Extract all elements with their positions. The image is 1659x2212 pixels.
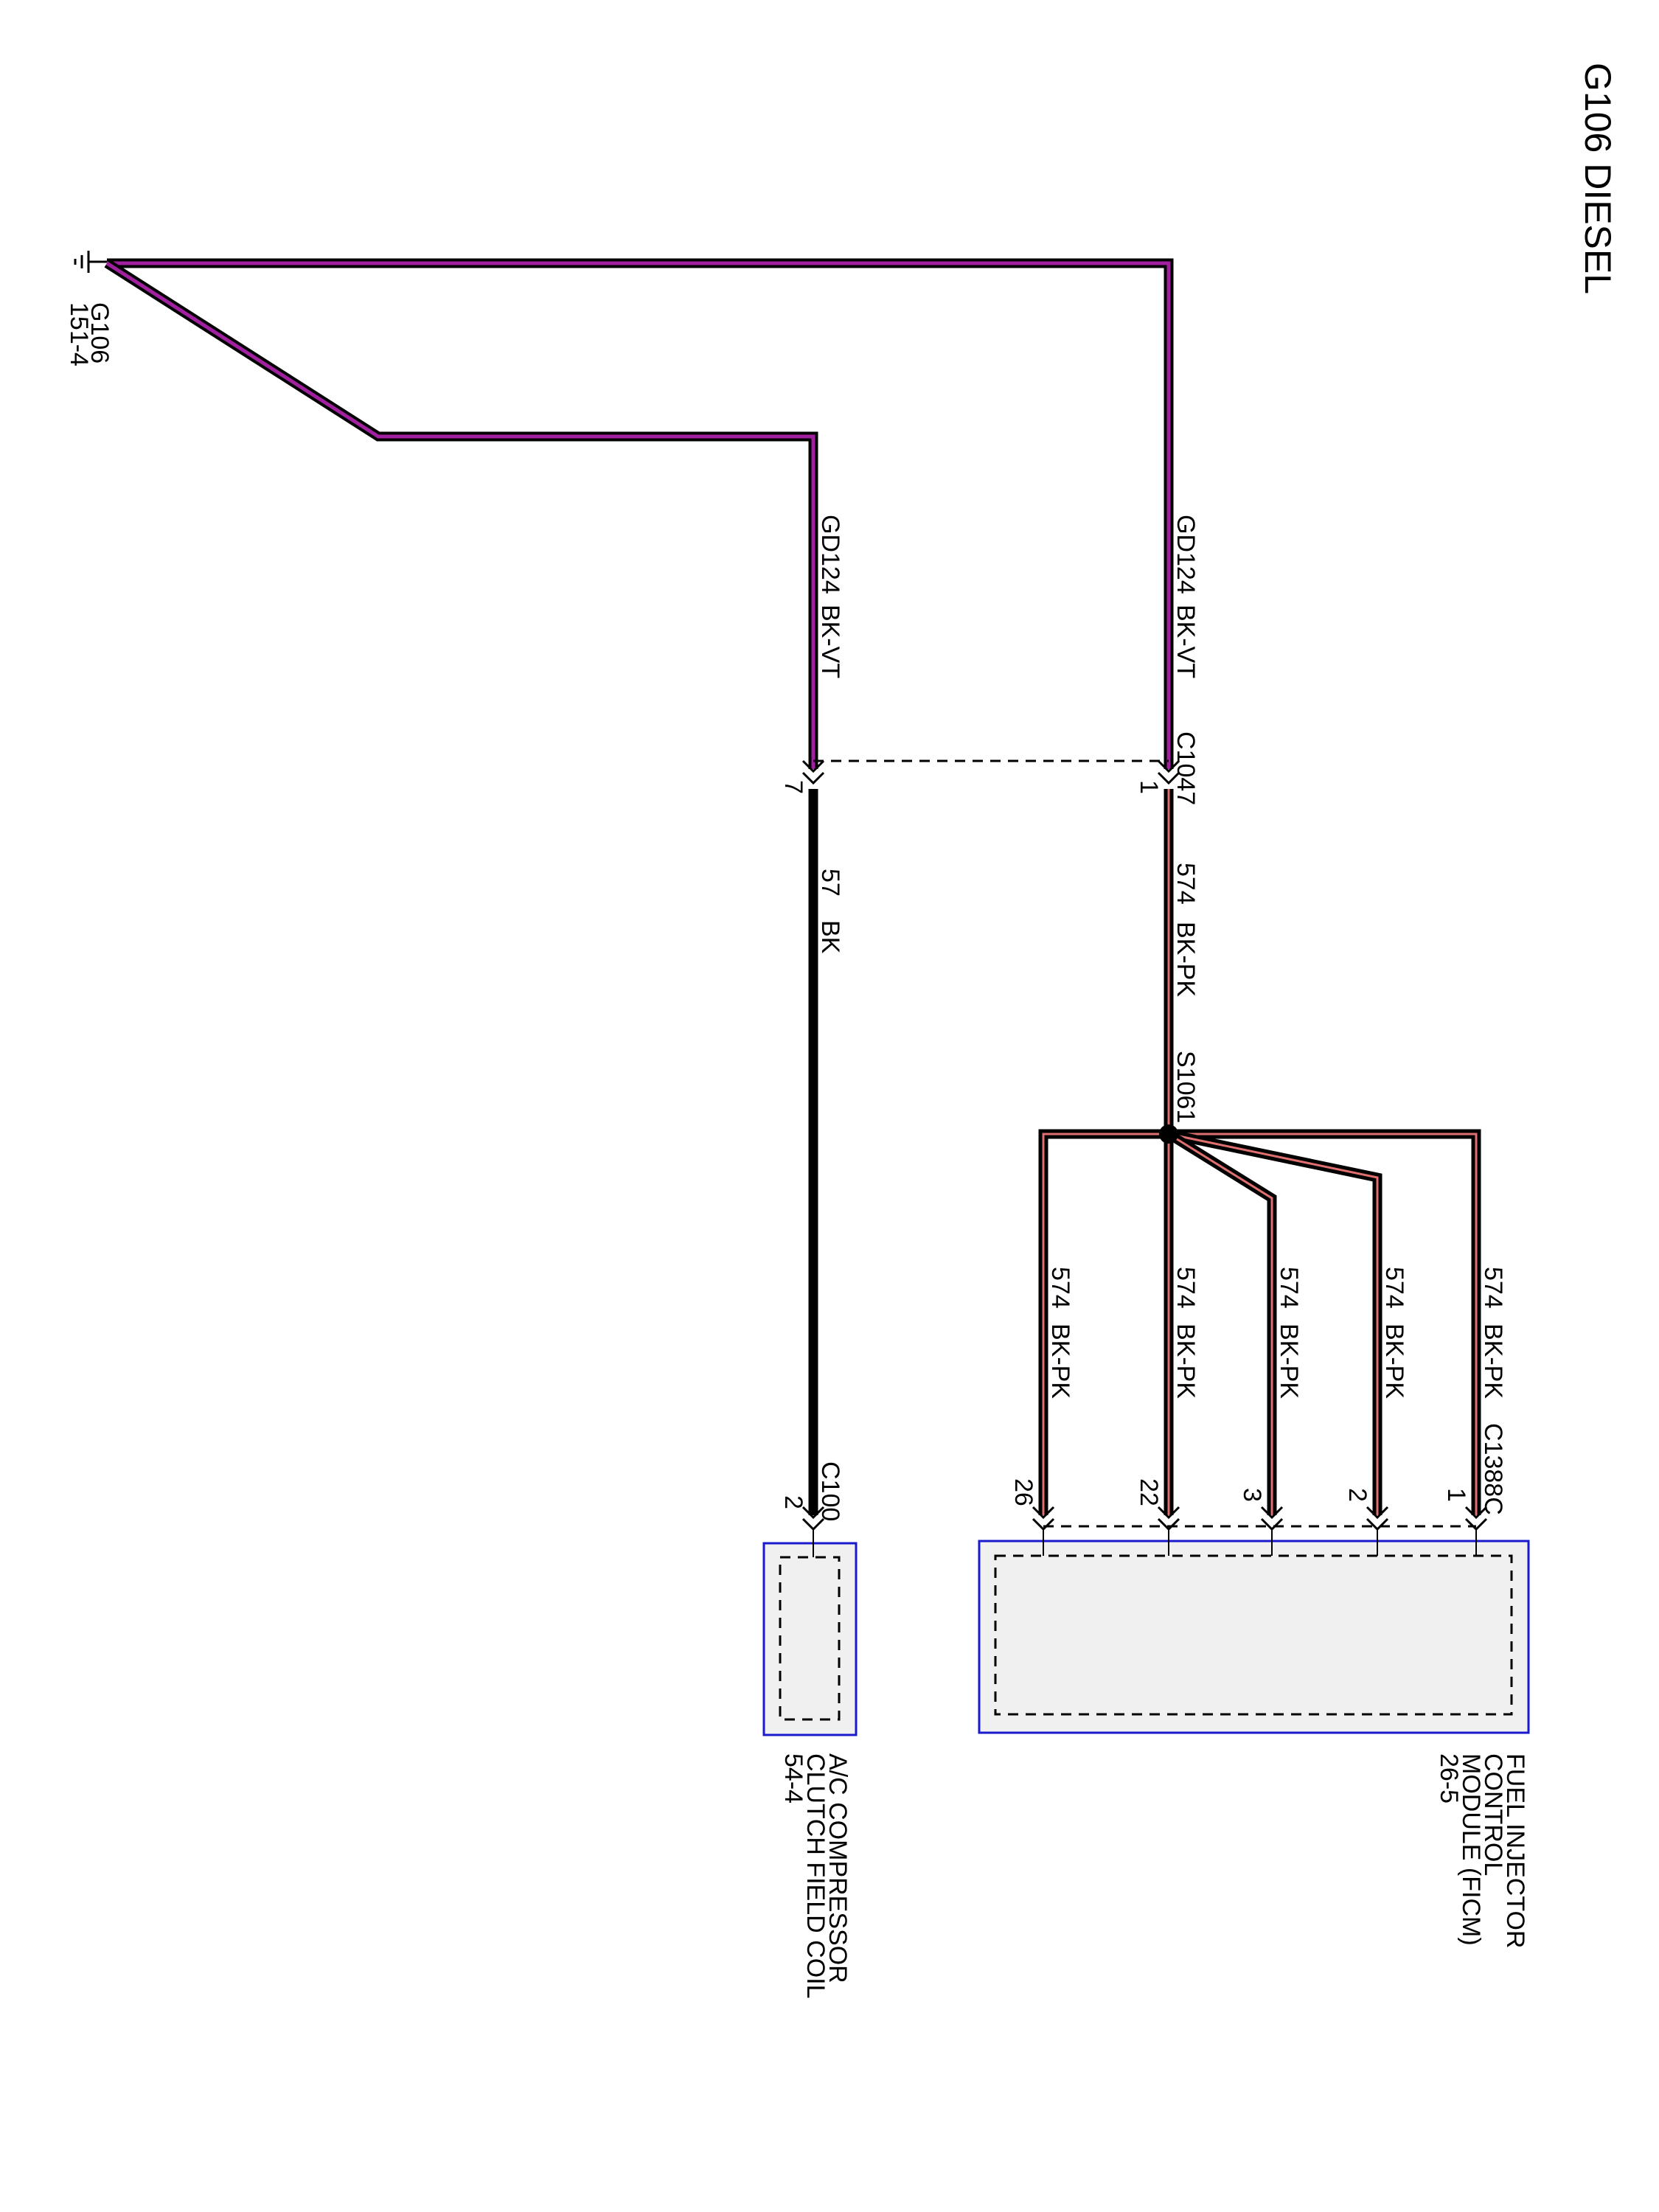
ground-ref: 151-4 xyxy=(65,302,93,366)
connector-c100-label: C100 xyxy=(816,1461,844,1521)
wire-gd124-left xyxy=(104,259,818,769)
wire-label-circuit: 574 xyxy=(1172,863,1200,905)
wire-label-circuit: 574 xyxy=(1046,1267,1074,1309)
component-ficm-label-line: FUEL INJECTOR xyxy=(1501,1753,1529,1948)
wire-label-circuit: GD124 xyxy=(1172,515,1200,594)
connector-pin-label: 22 xyxy=(1135,1478,1163,1506)
wire-label-color: BK-PK xyxy=(1046,1324,1074,1399)
component-ac-label-line: 54-4 xyxy=(779,1753,807,1804)
connector-pin-label: 3 xyxy=(1238,1488,1266,1502)
wire-label-color: BK-PK xyxy=(1275,1324,1303,1399)
wire-label-color: BK-PK xyxy=(1479,1324,1507,1399)
wire-label-circuit: 574 xyxy=(1275,1267,1303,1309)
splice-label: S1061 xyxy=(1172,1051,1200,1123)
wire-574-branch-3 xyxy=(1166,1130,1277,1515)
connector-c1388c-label: C1388C xyxy=(1479,1423,1507,1515)
connector-pin-label: 1 xyxy=(1442,1488,1470,1502)
page-title: G106 DIESEL xyxy=(1577,63,1618,294)
component-ficm-label-line: 26-5 xyxy=(1435,1753,1463,1804)
component-ficm xyxy=(978,1529,1530,1734)
connector-c1047-pin-7: 7 xyxy=(779,780,807,794)
wire-label-color: BK-PK xyxy=(1172,922,1200,997)
component-ficm-label-line: CONTROL xyxy=(1479,1753,1507,1876)
connector-pin-label: 2 xyxy=(1343,1488,1371,1502)
wire-label-circuit: GD124 xyxy=(816,515,844,594)
connector-c1047-label: C1047 xyxy=(1172,731,1200,805)
ground-name: G106 xyxy=(86,302,114,364)
wire-gd124-right xyxy=(107,258,1174,769)
wire-574-branch-26 xyxy=(1038,1129,1169,1515)
splice-s1061 xyxy=(1159,1124,1178,1144)
wire-label-circuit: 574 xyxy=(1172,1267,1200,1309)
wire-574-branch-1 xyxy=(1169,1129,1481,1515)
wire-label-color: BK-PK xyxy=(1172,1324,1200,1399)
wire-574-branch-2 xyxy=(1167,1129,1382,1515)
component-ac-label-line: CLUTCH FIELD COIL xyxy=(801,1753,830,1999)
wire-label-color: BK-VT xyxy=(1172,605,1200,678)
ground-icon xyxy=(74,251,107,273)
wire-label-circuit: 57 xyxy=(816,869,844,897)
wire-label-color: BK xyxy=(816,920,844,954)
wire-label-circuit: 574 xyxy=(1380,1267,1408,1309)
wire-label-circuit: 574 xyxy=(1479,1267,1507,1309)
component-ac-label-line: A/C COMPRESSOR xyxy=(824,1753,852,1983)
wire-label-color: BK-VT xyxy=(816,605,844,678)
connector-c1047-pin-1: 1 xyxy=(1135,780,1163,794)
connector-pin-label: 26 xyxy=(1009,1478,1037,1506)
component-ficm-label-line: MODULE (FICM) xyxy=(1457,1753,1485,1946)
component-ac-clutch xyxy=(762,1529,858,1736)
wire-label-color: BK-PK xyxy=(1380,1324,1408,1399)
connector-pin-label: 2 xyxy=(779,1495,807,1509)
